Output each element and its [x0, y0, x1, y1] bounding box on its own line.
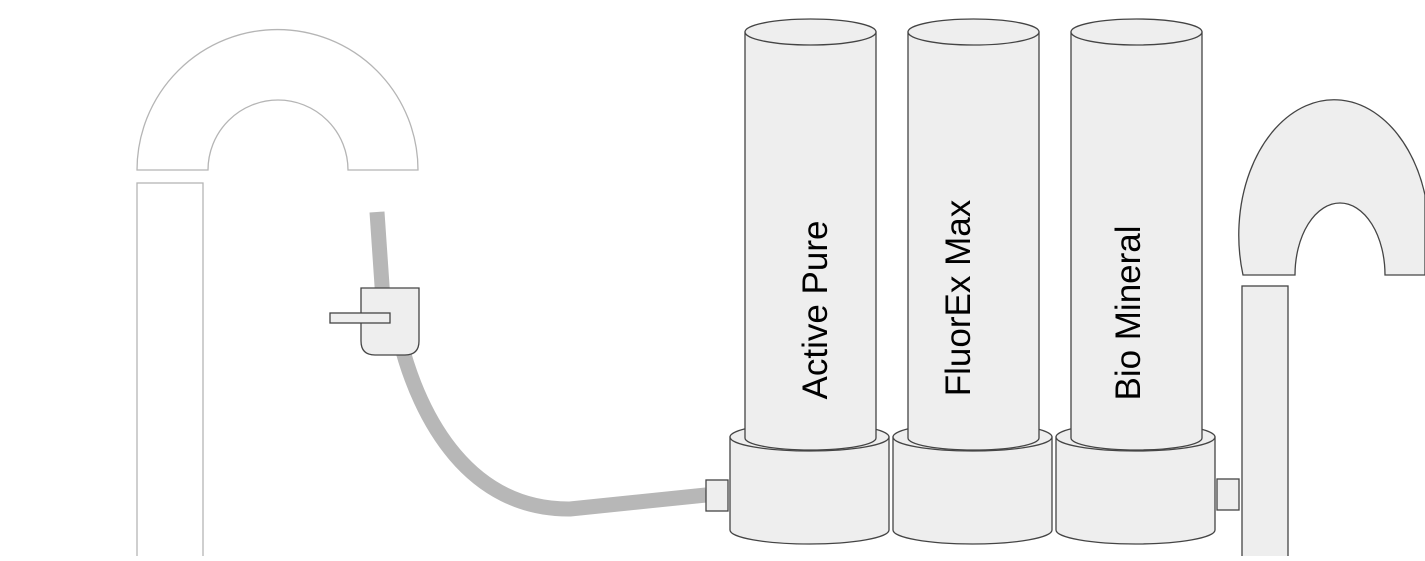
diverter-valve — [329, 287, 420, 356]
filter-cartridge-1: Active Pure — [729, 18, 890, 545]
filter-column-body — [744, 31, 877, 451]
filter-label-bio-mineral: Bio Mineral — [1109, 225, 1148, 400]
left-faucet — [136, 28, 419, 561]
filter-base-body — [892, 436, 1053, 545]
filter-label-fluorex-max: FluorEx Max — [939, 199, 978, 396]
outlet-connector — [1216, 478, 1240, 511]
filter-label-active-pure: Active Pure — [796, 221, 835, 400]
filter-column-body — [907, 31, 1040, 451]
right-faucet-spout — [1238, 99, 1425, 276]
right-faucet-body — [1241, 285, 1289, 561]
filter-column-top — [907, 18, 1040, 46]
supply-hose — [369, 211, 707, 517]
right-faucet — [1238, 99, 1425, 561]
filter-column-top — [1070, 18, 1203, 46]
inlet-connector — [705, 479, 729, 512]
left-faucet-body — [136, 182, 204, 561]
filter-base-body — [729, 436, 890, 545]
filter-cartridge-3: Bio Mineral — [1055, 18, 1216, 545]
filter-cartridges: Active Pure FluorEx Max Bio Mineral — [729, 18, 1216, 545]
filter-column-top — [744, 18, 877, 46]
filter-cartridge-2: FluorEx Max — [892, 18, 1053, 545]
diverter-lever[interactable] — [329, 312, 391, 324]
filter-column-body — [1070, 31, 1203, 451]
filter-base-body — [1055, 436, 1216, 545]
left-faucet-spout — [136, 28, 419, 171]
